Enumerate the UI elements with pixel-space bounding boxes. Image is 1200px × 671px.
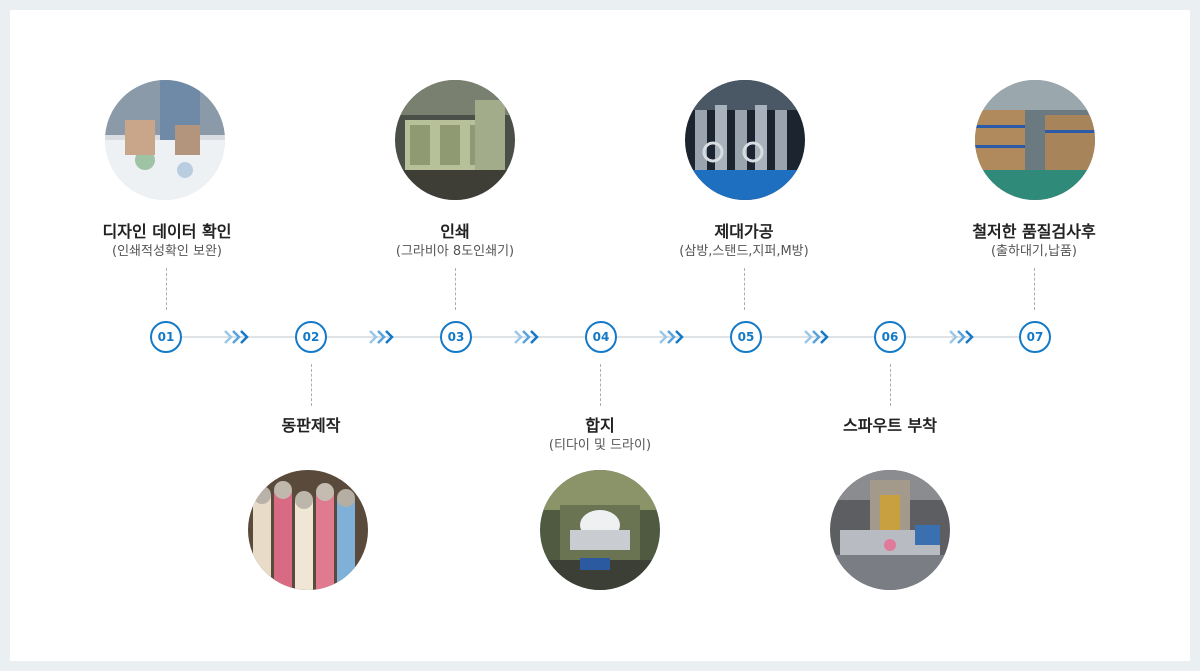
step-title: 철저한 품질검사후 — [972, 222, 1096, 241]
connector-line — [311, 364, 312, 406]
chevron-arrows-icon — [514, 330, 539, 344]
pouch-making-machine-photo — [685, 80, 805, 200]
step-title: 디자인 데이터 확인 — [102, 222, 232, 241]
step-title: 제대가공 — [714, 222, 774, 241]
step-title: 인쇄 — [440, 222, 470, 241]
connector-line — [744, 268, 745, 310]
connector-line — [166, 268, 167, 310]
chevron-arrows-icon — [369, 330, 394, 344]
step-number: 01 — [150, 321, 182, 353]
spout-machine-photo — [830, 470, 950, 590]
chevron-arrows-icon — [659, 330, 684, 344]
step-subtitle: (티다이 및 드라이) — [548, 438, 652, 453]
printing-press-photo — [395, 80, 515, 200]
step-number: 07 — [1019, 321, 1051, 353]
step-number: 05 — [730, 321, 762, 353]
chevron-arrows-icon — [804, 330, 829, 344]
step-subtitle: (출하대기,납품) — [990, 244, 1078, 259]
design-meeting-photo — [105, 80, 225, 200]
step-subtitle: (삼방,스탠드,지퍼,M방) — [679, 244, 809, 259]
step-title: 동판제작 — [281, 416, 341, 435]
connector-line — [890, 364, 891, 406]
step-title: 스파우트 부착 — [843, 416, 937, 435]
step-title: 합지 — [585, 416, 615, 435]
step-number: 03 — [440, 321, 472, 353]
chevron-arrows-icon — [224, 330, 249, 344]
chevron-arrows-icon — [949, 330, 974, 344]
step-subtitle: (그라비아 8도인쇄기) — [395, 244, 515, 259]
laminating-machine-photo — [540, 470, 660, 590]
step-subtitle: (인쇄적성확인 보완) — [112, 244, 222, 259]
step-number: 02 — [295, 321, 327, 353]
connector-line — [600, 364, 601, 406]
step-number: 04 — [585, 321, 617, 353]
printing-cylinders-photo — [248, 470, 368, 590]
connector-line — [1034, 268, 1035, 310]
connector-line — [455, 268, 456, 310]
step-number: 06 — [874, 321, 906, 353]
warehouse-photo — [975, 80, 1095, 200]
